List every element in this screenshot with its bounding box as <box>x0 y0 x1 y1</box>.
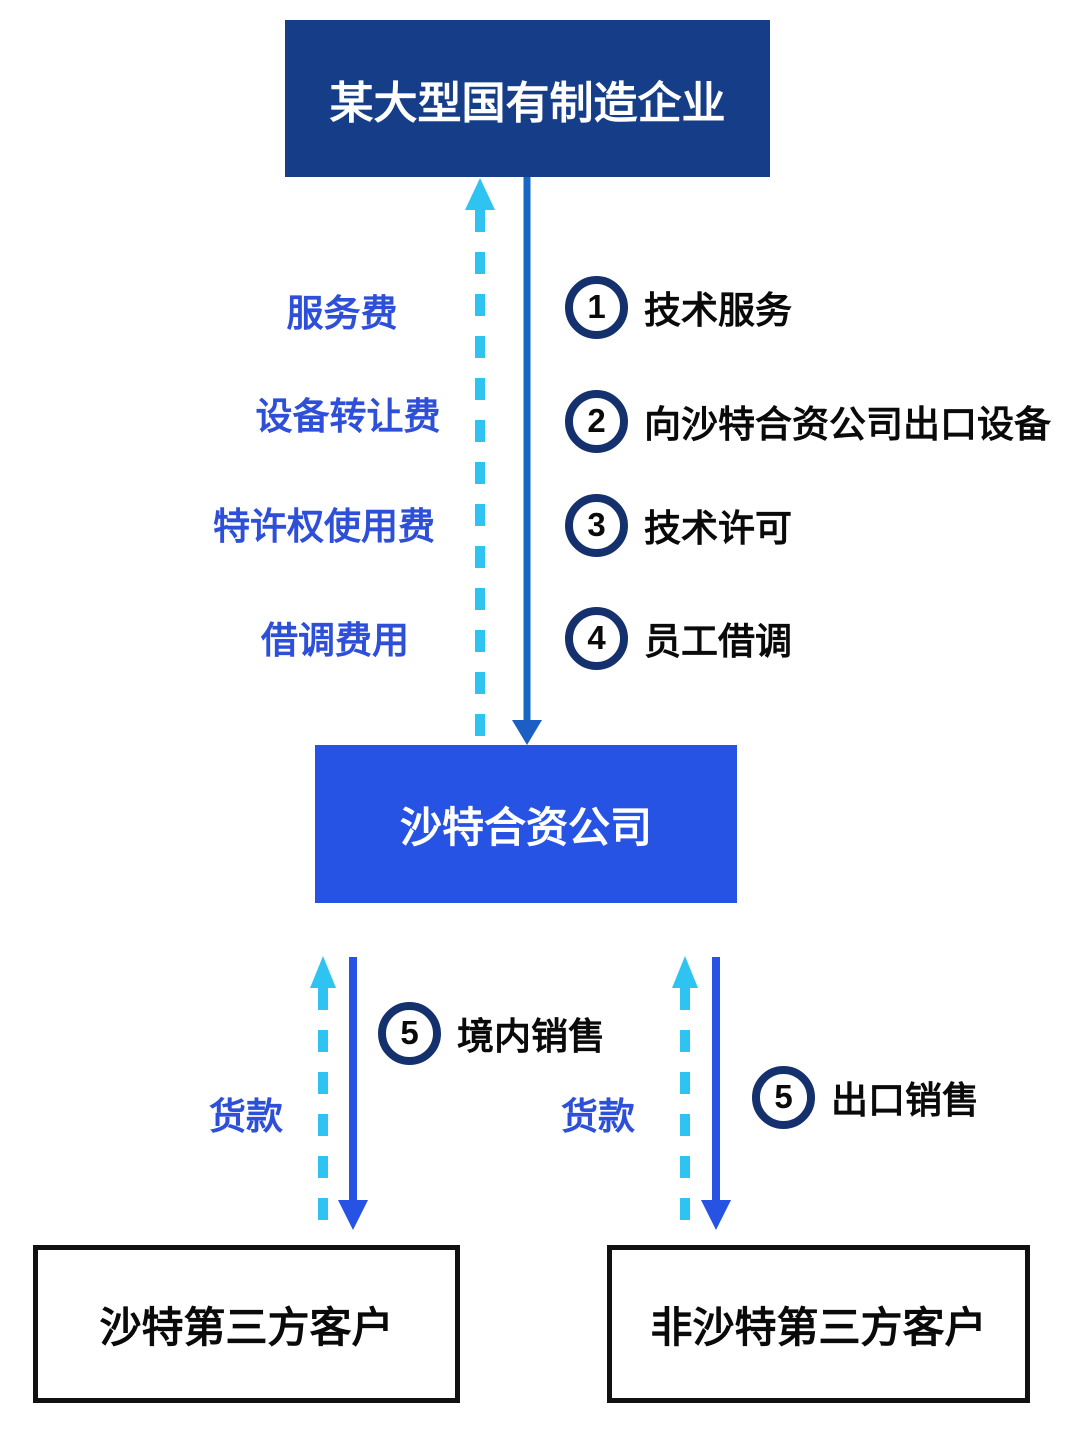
payment-right-dashed-arrow <box>672 956 698 1240</box>
node-non-saudi-third-party-customers-label: 非沙特第三方客户 <box>650 1303 987 1351</box>
goods-right-solid-arrow <box>701 957 731 1230</box>
number-circle-1: 1 <box>565 275 628 339</box>
flow-item-3: 3 技术许可 <box>565 493 792 557</box>
flow-item-5-export: 5 出口销售 <box>752 1065 979 1129</box>
flow-item-1: 1 技术服务 <box>565 275 792 339</box>
node-parent-company: 某大型国有制造企业 <box>285 20 770 177</box>
number-circle-3: 3 <box>565 493 628 557</box>
fees-upstream-dashed-arrow <box>465 178 495 744</box>
node-saudi-third-party-customers: 沙特第三方客户 <box>33 1245 460 1403</box>
node-non-saudi-third-party-customers: 非沙特第三方客户 <box>607 1245 1030 1403</box>
payment-label-left: 货款 <box>209 1096 283 1137</box>
node-saudi-jv: 沙特合资公司 <box>315 745 737 903</box>
fee-label-royalty: 特许权使用费 <box>213 506 435 547</box>
payment-label-right: 货款 <box>561 1096 635 1137</box>
goods-left-solid-arrow <box>338 957 368 1230</box>
flow-item-4: 4 员工借调 <box>565 606 792 670</box>
fee-label-secondment: 借调费用 <box>261 620 409 661</box>
number-circle-2: 2 <box>565 389 628 453</box>
node-saudi-third-party-customers-label: 沙特第三方客户 <box>99 1303 394 1351</box>
flow-item-2: 2 向沙特合资公司出口设备 <box>565 389 1051 453</box>
fee-label-service: 服务费 <box>286 293 398 334</box>
flow-item-2-label: 向沙特合资公司出口设备 <box>644 404 1051 445</box>
node-parent-company-label: 某大型国有制造企业 <box>329 78 726 128</box>
flow-item-3-label: 技术许可 <box>644 508 792 549</box>
flow-item-5-domestic: 5 境内销售 <box>378 1001 605 1065</box>
number-circle-5-export: 5 <box>752 1065 815 1129</box>
flow-item-1-label: 技术服务 <box>644 290 792 331</box>
number-circle-5-domestic: 5 <box>378 1001 441 1065</box>
number-circle-4: 4 <box>565 606 628 670</box>
payment-left-dashed-arrow <box>310 956 336 1240</box>
flow-item-4-label: 员工借调 <box>644 621 792 662</box>
services-downstream-solid-arrow <box>512 177 542 745</box>
flow-item-5-export-label: 出口销售 <box>831 1080 979 1121</box>
node-saudi-jv-label: 沙特合资公司 <box>399 803 652 851</box>
fee-label-equipment-transfer: 设备转让费 <box>255 396 441 437</box>
flow-item-5-domestic-label: 境内销售 <box>457 1016 605 1057</box>
